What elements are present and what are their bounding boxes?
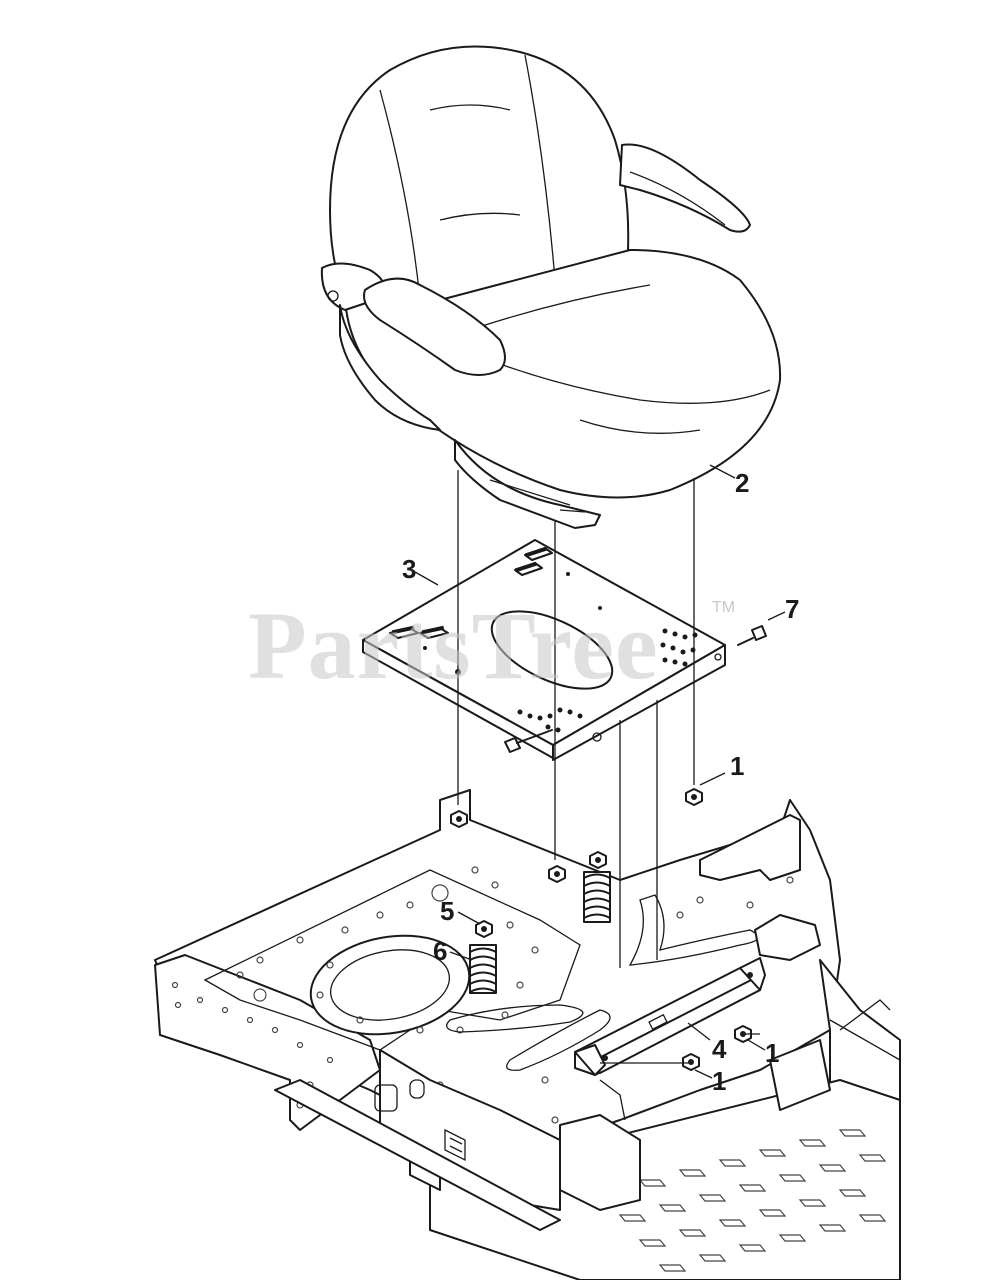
callout-5: 5 bbox=[440, 896, 454, 926]
callout-1-upper: 1 bbox=[730, 751, 744, 781]
watermark-trademark: TM bbox=[712, 599, 735, 616]
callout-4: 4 bbox=[712, 1034, 727, 1064]
nut-part-1-bracket-left bbox=[683, 1054, 699, 1070]
callout-2: 2 bbox=[735, 468, 749, 498]
callout-1-right: 1 bbox=[765, 1038, 779, 1068]
nut-part-1-upper bbox=[686, 789, 702, 805]
callout-7: 7 bbox=[785, 594, 799, 624]
callout-1-lower: 1 bbox=[712, 1066, 726, 1096]
callout-3: 3 bbox=[402, 554, 416, 584]
spring-part-6-rear bbox=[584, 872, 610, 922]
nut-rear-spring bbox=[590, 852, 606, 868]
spring-part-6-front bbox=[470, 945, 496, 993]
callout-6: 6 bbox=[433, 936, 447, 966]
seat-part-2 bbox=[322, 46, 780, 528]
bolt-part-7 bbox=[738, 626, 766, 645]
watermark-text: PartsTree bbox=[248, 592, 659, 699]
mower-frame bbox=[155, 790, 900, 1280]
